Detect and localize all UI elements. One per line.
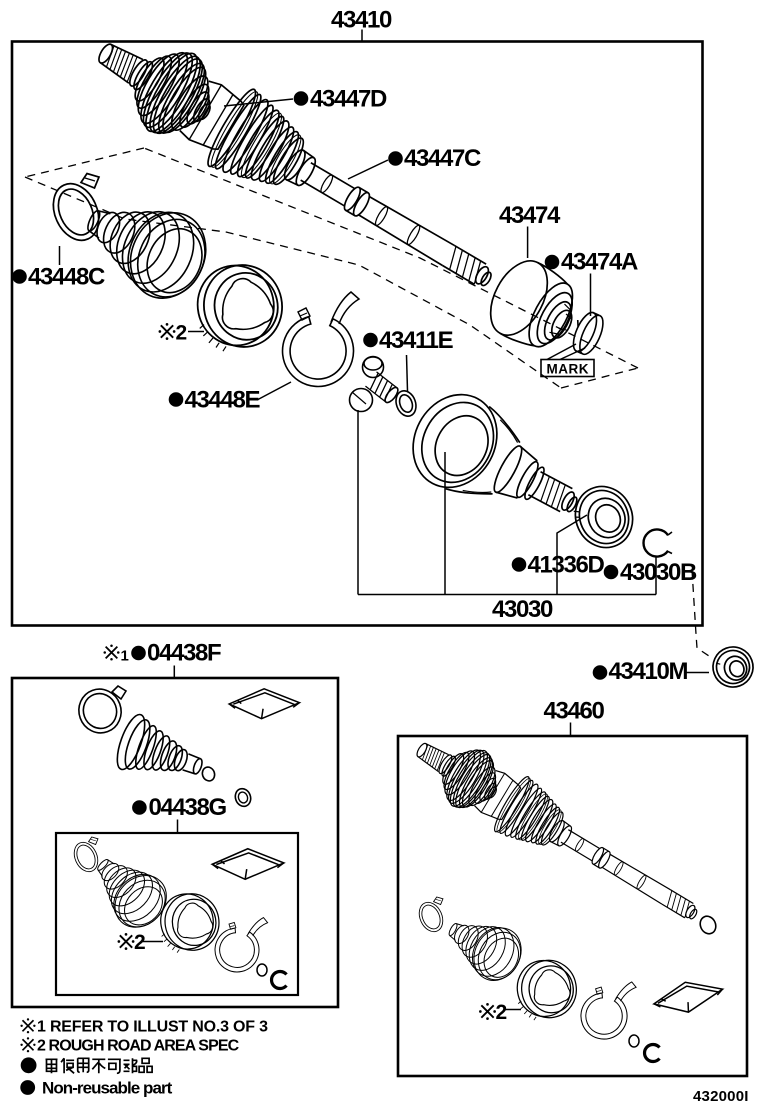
svg-text:432000I: 432000I	[693, 1088, 749, 1105]
svg-text:2: 2	[496, 1001, 508, 1024]
svg-text:43447D: 43447D	[310, 86, 387, 113]
svg-text:43447C: 43447C	[404, 145, 481, 172]
svg-text:43448E: 43448E	[185, 387, 261, 414]
svg-text:43030B: 43030B	[620, 559, 697, 586]
svg-text:43410M: 43410M	[609, 658, 688, 685]
svg-text:04438F: 04438F	[147, 640, 221, 667]
svg-text:MARK: MARK	[547, 362, 590, 377]
svg-text:43474: 43474	[499, 202, 561, 229]
svg-text:43410: 43410	[331, 7, 392, 34]
svg-text:2: 2	[176, 322, 188, 345]
svg-text:43474A: 43474A	[561, 249, 638, 276]
svg-text:43411E: 43411E	[379, 327, 454, 354]
svg-text:2: 2	[134, 931, 146, 954]
svg-text:43448C: 43448C	[28, 264, 105, 291]
svg-text:04438G: 04438G	[149, 794, 227, 821]
svg-text:Non-reusable part: Non-reusable part	[42, 1079, 173, 1098]
svg-text:1: 1	[121, 648, 129, 665]
svg-text:41336D: 41336D	[528, 552, 605, 579]
svg-text:2 ROUGH ROAD AREA SPEC: 2 ROUGH ROAD AREA SPEC	[37, 1038, 240, 1055]
svg-text:43460: 43460	[544, 698, 605, 725]
svg-text:43030: 43030	[492, 596, 553, 623]
svg-text:1 REFER TO ILLUST NO.3 OF 3: 1 REFER TO ILLUST NO.3 OF 3	[37, 1019, 268, 1036]
